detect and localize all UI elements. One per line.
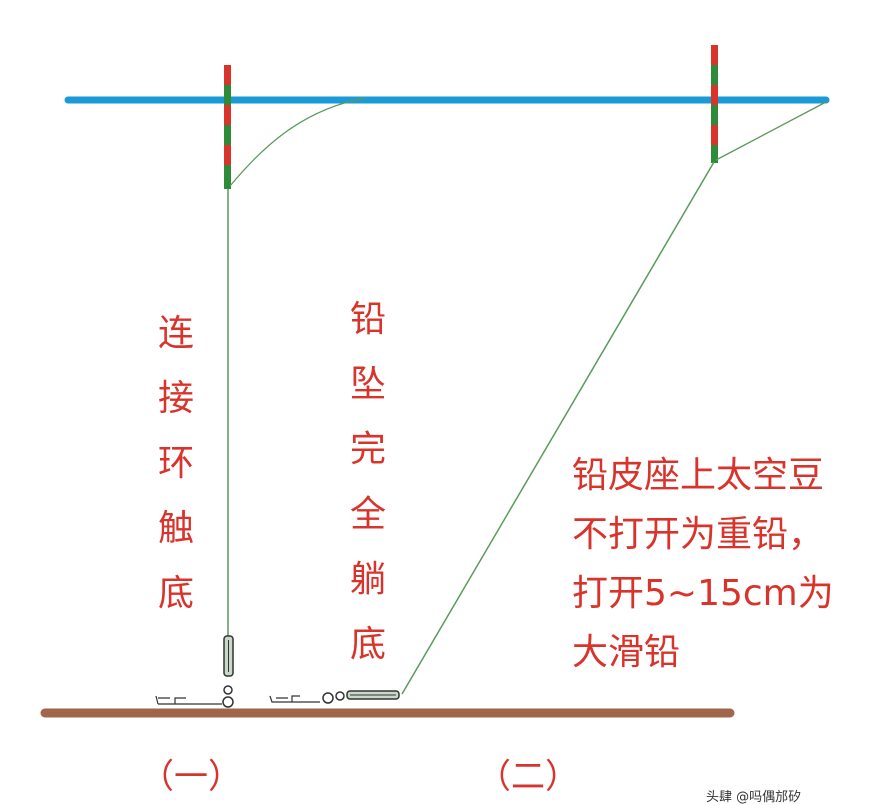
bead-two [335, 691, 345, 701]
sinker-note: 铅皮座上太空豆 不打开为重铅， 打开5~15cm为 大滑铅 [572, 446, 834, 682]
caption-two: （二） [477, 757, 579, 797]
connector-ring-one [222, 696, 234, 708]
hook-links-one [155, 695, 222, 705]
rig-line-two [401, 161, 715, 695]
note-line: 大滑铅 [572, 632, 681, 673]
label-char: 全 [350, 494, 387, 535]
label-char: 铅 [350, 299, 387, 340]
label-connector-touch-bottom: 连 接 环 触 底 [158, 316, 194, 641]
note-line: 铅皮座上太空豆 [572, 455, 825, 496]
label-sinker-lying-bottom: 铅 坠 完 全 躺 底 [350, 302, 386, 692]
float-two [711, 45, 718, 163]
float-one [224, 65, 231, 189]
swivel-one [223, 685, 233, 695]
label-char: 环 [158, 443, 195, 484]
label-char: 接 [158, 378, 195, 419]
caption-one: （一） [140, 757, 242, 797]
main-line-one [229, 97, 366, 187]
label-char: 躺 [350, 559, 387, 600]
label-char: 完 [350, 429, 387, 470]
label-char: 底 [158, 573, 195, 614]
swivel-two [322, 692, 334, 704]
label-char: 坠 [350, 364, 387, 405]
note-line: 打开5~15cm为 [572, 573, 834, 614]
watermark: 头肆 @吗偶邡矽 [706, 790, 802, 805]
sinker-one [223, 635, 234, 677]
label-char: 底 [350, 624, 387, 665]
sinker-two [346, 690, 400, 700]
note-line: 不打开为重铅， [572, 514, 825, 555]
label-char: 触 [158, 508, 195, 549]
main-line-two [715, 101, 827, 161]
hook-links-two [269, 695, 320, 703]
label-char: 连 [158, 313, 195, 354]
